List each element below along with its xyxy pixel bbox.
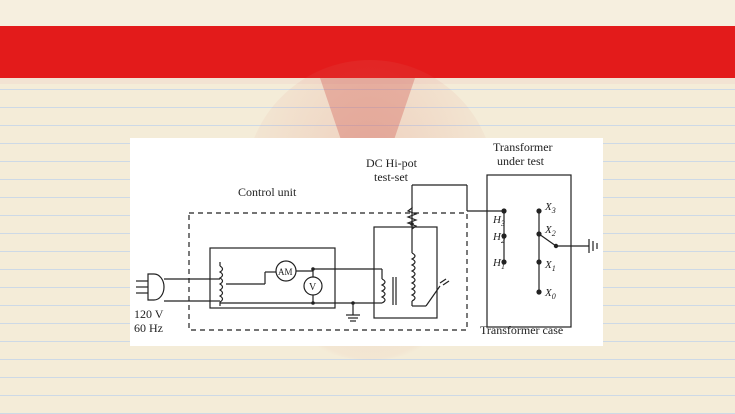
terminal-h1 bbox=[501, 259, 507, 265]
plug-icon bbox=[147, 273, 165, 301]
h1-label: H1 bbox=[492, 257, 505, 271]
hipot-box bbox=[373, 226, 438, 319]
terminal-h3 bbox=[501, 208, 507, 214]
control-unit-box bbox=[209, 247, 336, 309]
diagram-panel bbox=[130, 138, 603, 346]
control-unit-label: Control unit bbox=[238, 185, 297, 199]
terminal-h2 bbox=[501, 233, 507, 239]
x2-label: X2 bbox=[544, 224, 556, 238]
terminal-x3 bbox=[536, 208, 542, 214]
transformer-label-line1: Transformer bbox=[493, 140, 553, 154]
variac-coil bbox=[218, 265, 224, 303]
hipot-label-line2: test-set bbox=[374, 170, 409, 184]
transformer-box bbox=[486, 174, 572, 328]
hipot-test-circuit-diagram: Control unit DC Hi-pot test-set Transfor… bbox=[134, 140, 598, 337]
hipot-label-line1: DC Hi-pot bbox=[366, 156, 418, 170]
x3-label: X3 bbox=[544, 201, 556, 215]
x0-label: X0 bbox=[544, 287, 556, 301]
transformer-case-label: Transformer case bbox=[480, 323, 563, 337]
primary-coil bbox=[380, 278, 386, 304]
terminal-x2 bbox=[536, 231, 542, 237]
red-title-band bbox=[0, 26, 735, 78]
terminal-x0 bbox=[536, 289, 542, 295]
ammeter-label: AM bbox=[278, 267, 293, 277]
transformer-label-line2: under test bbox=[497, 154, 545, 168]
control-unit-boundary bbox=[188, 212, 468, 331]
terminal-x1 bbox=[536, 259, 542, 265]
h2-label: H2 bbox=[492, 231, 505, 245]
secondary-coil bbox=[410, 252, 416, 302]
top-margin bbox=[0, 0, 735, 26]
voltmeter-label: V bbox=[309, 282, 317, 293]
band-shadow bbox=[0, 78, 735, 84]
supply-voltage-label: 120 V bbox=[134, 307, 164, 321]
supply-frequency-label: 60 Hz bbox=[134, 321, 163, 335]
x1-label: X1 bbox=[544, 259, 556, 273]
h3-label: H3 bbox=[492, 214, 505, 228]
